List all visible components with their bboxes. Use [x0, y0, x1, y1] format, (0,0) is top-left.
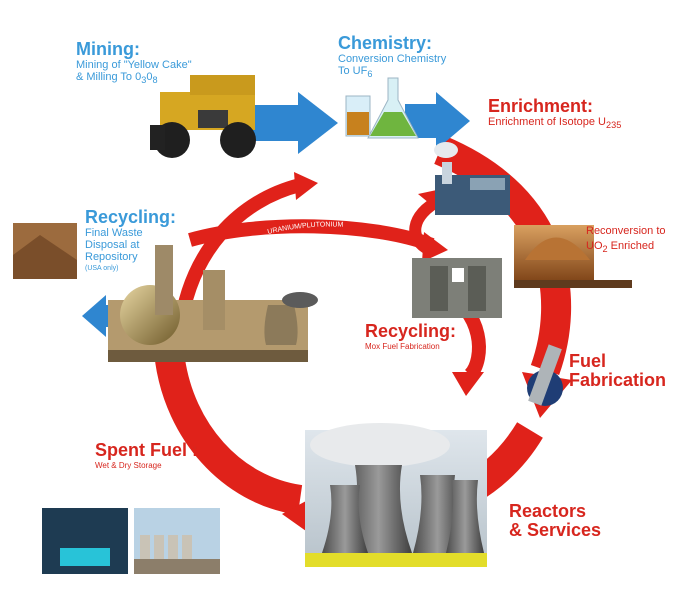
- mining-title: Mining:: [76, 39, 140, 59]
- recycling-final-line1: Final Waste: [85, 227, 143, 239]
- fuel-assembly-image: [527, 344, 563, 406]
- chemistry-desc-line1: Conversion Chemistry: [338, 53, 447, 65]
- reconversion-line1: Reconversion to: [586, 225, 666, 237]
- spent-fuel-title: Spent Fuel :: [95, 440, 199, 460]
- fuel-fabrication-label: Fuel Fabrication: [569, 352, 666, 390]
- enrichment-plant-image: [434, 142, 510, 215]
- recycling-final-note: (USA only): [85, 265, 119, 272]
- reactors-line2: & Services: [509, 520, 602, 540]
- reconversion-label: Reconversion to UO2 Enriched: [586, 225, 666, 255]
- recycling-final-label: Recycling: Final Waste Disposal at Repos…: [85, 208, 176, 275]
- recycling-mox-title: Recycling:: [365, 321, 457, 341]
- reconversion-dome-image: [514, 225, 632, 288]
- recycling-final-line2: Disposal at: [85, 239, 140, 251]
- enrichment-desc: Enrichment of Isotope U235: [488, 116, 622, 131]
- chemistry-to-enrichment-arrow: [405, 92, 470, 150]
- enrichment-label: Enrichment: Enrichment of Isotope U235: [488, 97, 621, 131]
- mining-desc-line1: Mining of "Yellow Cake": [76, 59, 192, 71]
- recycling-final-line3: Repository: [85, 251, 138, 263]
- chemistry-flasks-image: [345, 77, 419, 139]
- recycling-plant-image: [108, 245, 318, 362]
- reconversion-line2: UO2 Enriched: [586, 240, 655, 255]
- fuel-fabrication-line2: Fabrication: [569, 370, 667, 390]
- recycling-mox-desc: Mox Fuel Fabrication: [365, 342, 440, 351]
- reactor-cooling-towers-image: [305, 423, 487, 567]
- chemistry-title: Chemistry:: [338, 33, 433, 53]
- spent-fuel-desc: Wet & Dry Storage: [95, 461, 162, 470]
- repository-landscape-image: [13, 223, 77, 279]
- mox-plant-image: [412, 258, 502, 318]
- reactors-line1: Reactors: [509, 501, 587, 521]
- chemistry-label: Chemistry: Conversion Chemistry To UF6: [338, 34, 446, 80]
- recycling-mox-label: Recycling: Mox Fuel Fabrication: [365, 322, 456, 353]
- fuel-fabrication-line1: Fuel: [569, 351, 607, 371]
- mining-truck-image: [150, 75, 256, 158]
- dry-cask-storage-image: [134, 508, 220, 574]
- recycling-final-title: Recycling:: [85, 207, 177, 227]
- spent-fuel-label: Spent Fuel : Wet & Dry Storage: [95, 441, 198, 472]
- mining-desc-line2: & Milling To 0308: [76, 71, 158, 86]
- mining-label: Mining: Mining of "Yellow Cake" & Millin…: [76, 40, 192, 86]
- reactors-label: Reactors & Services: [509, 502, 601, 540]
- enrichment-title: Enrichment:: [488, 96, 594, 116]
- chemistry-desc-line2: To UF6: [338, 65, 373, 80]
- uranium-plutonium-arrow: [188, 219, 448, 262]
- spent-fuel-pool-image: [42, 508, 128, 574]
